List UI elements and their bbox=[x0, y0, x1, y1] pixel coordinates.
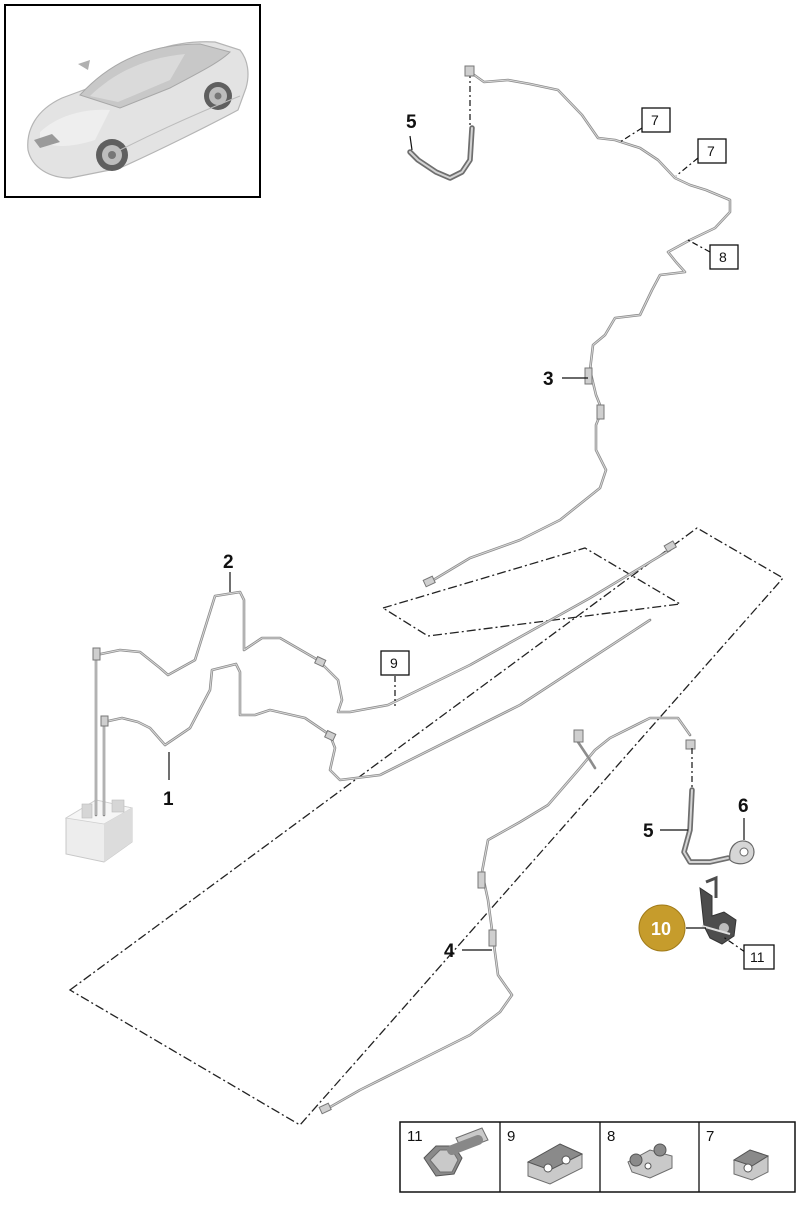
callout-4: 4 bbox=[444, 941, 455, 962]
box-label-8-text: 8 bbox=[719, 249, 727, 265]
callout-3: 3 bbox=[543, 369, 554, 390]
legend-number-9: 9 bbox=[507, 1128, 515, 1145]
callout-leaders bbox=[168, 135, 745, 951]
callout-6: 6 bbox=[738, 796, 749, 817]
highlight-callout-10-text: 10 bbox=[651, 919, 671, 939]
legend-item-7: 7 bbox=[706, 1128, 770, 1181]
box-leaders bbox=[394, 127, 746, 953]
box-label-7b: 7 bbox=[697, 138, 727, 164]
pipe-clip-icon bbox=[627, 1143, 673, 1179]
bracket-10-part bbox=[699, 875, 737, 945]
brake-line-3 bbox=[428, 65, 732, 584]
car-icon bbox=[27, 41, 249, 179]
single-pipe-clip-icon bbox=[732, 1149, 770, 1181]
hex-bolt-icon bbox=[423, 1127, 489, 1177]
abs-hydraulic-unit bbox=[64, 799, 134, 863]
legend-item-8: 8 bbox=[607, 1128, 673, 1179]
brake-line-1 bbox=[102, 618, 652, 817]
highlight-callout-10[interactable]: 10 bbox=[638, 904, 686, 952]
box-label-11-text: 11 bbox=[750, 949, 765, 965]
box-label-8: 8 bbox=[709, 244, 739, 270]
legend-item-11: 11 bbox=[407, 1127, 489, 1177]
routing-outline-small bbox=[381, 547, 682, 637]
box-label-7a-text: 7 bbox=[651, 112, 659, 128]
box-label-9: 9 bbox=[380, 650, 410, 676]
legend-item-9: 9 bbox=[507, 1128, 584, 1185]
box-label-7a: 7 bbox=[641, 107, 671, 133]
legend-number-11: 11 bbox=[407, 1128, 423, 1145]
callout-5-bottom: 5 bbox=[643, 821, 654, 842]
callout-1: 1 bbox=[163, 789, 174, 810]
pipe-fittings bbox=[92, 367, 696, 1115]
legend-number-8: 8 bbox=[607, 1128, 615, 1145]
hose-bracket-6 bbox=[729, 840, 755, 865]
box-label-7b-text: 7 bbox=[707, 143, 715, 159]
brake-hose-5-upper bbox=[407, 125, 475, 181]
callout-2: 2 bbox=[223, 552, 234, 573]
car-thumbnail bbox=[4, 4, 261, 198]
brake-hose-5-lower bbox=[681, 748, 731, 865]
legend-number-7: 7 bbox=[706, 1128, 714, 1145]
double-pipe-clip-icon bbox=[526, 1143, 584, 1185]
brake-line-4 bbox=[323, 716, 692, 1112]
routing-outline-large bbox=[68, 527, 785, 1126]
parts-legend: 11 9 8 bbox=[399, 1121, 796, 1193]
brake-line-2 bbox=[94, 548, 672, 817]
box-label-11: 11 bbox=[743, 944, 775, 970]
box-label-9-text: 9 bbox=[390, 655, 398, 671]
callout-5-top: 5 bbox=[406, 112, 417, 133]
